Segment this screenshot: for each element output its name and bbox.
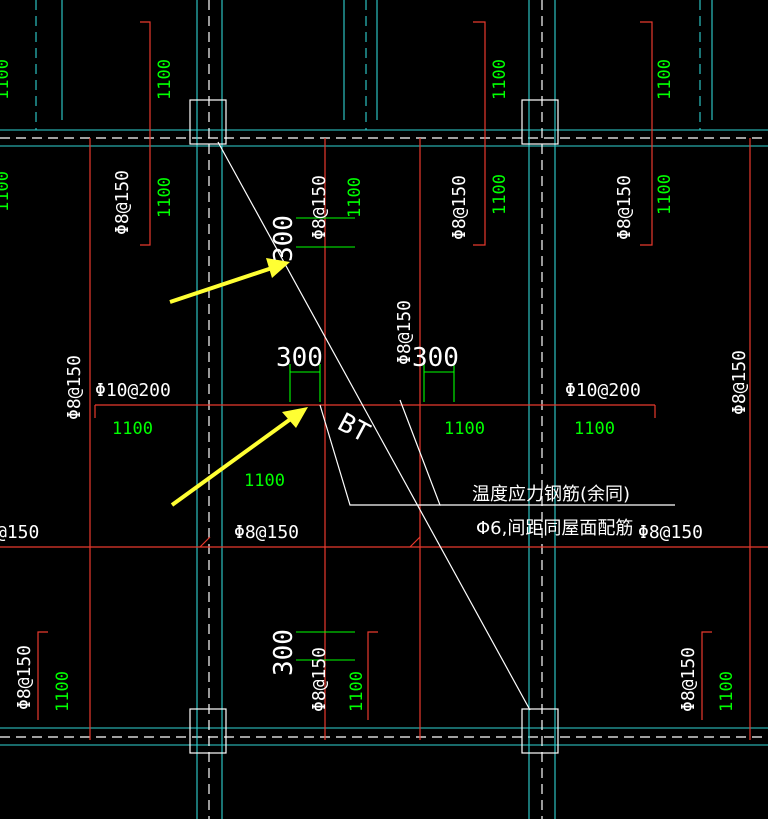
arrow-lower <box>170 416 294 507</box>
length-label: 1100 <box>0 171 13 212</box>
arrow-upper <box>169 266 273 304</box>
rebar-label: Φ8@150 <box>729 350 750 415</box>
length-label: 1100 <box>53 671 73 712</box>
length-label: 1100 <box>574 419 615 439</box>
dimension-marks <box>289 217 455 661</box>
length-label: 1100 <box>244 471 285 491</box>
rebar-label: Φ8@150 <box>309 647 330 712</box>
rebar-label-cut: @150 <box>0 522 39 543</box>
rebar-label: Φ10@200 <box>565 380 641 401</box>
rebar-label: Φ8@150 <box>309 175 330 240</box>
length-label: 1100 <box>444 419 485 439</box>
rebar-labels-200: Φ10@200 Φ10@200 <box>95 380 641 401</box>
length-label: 1100 <box>490 174 510 215</box>
length-label: 1100 <box>0 59 13 100</box>
length-labels: 1100 1100 1100 1100 1100 1100 1100 1100 … <box>0 59 737 712</box>
stair-lines <box>217 141 675 711</box>
column-boxes <box>189 99 559 754</box>
length-label: 1100 <box>655 174 675 215</box>
dim-label-300: 300 <box>276 343 323 373</box>
arrow-upper-head <box>266 258 290 278</box>
stair-label-bt: BT <box>333 408 375 449</box>
dim-label-300: 300 <box>269 215 299 262</box>
rebar-label: Φ8@150 <box>394 300 415 365</box>
rebar-label: Φ8@150 <box>234 522 299 543</box>
rebar-label: Φ8@150 <box>449 175 470 240</box>
rebar-label: Φ8@150 <box>678 647 699 712</box>
arrow-lower-head <box>282 407 308 428</box>
rebar-label: Φ8@150 <box>112 170 133 235</box>
length-label: 1100 <box>347 671 367 712</box>
length-label: 1100 <box>112 419 153 439</box>
length-label: 1100 <box>655 59 675 100</box>
rebar-label: Φ10@200 <box>95 380 171 401</box>
rebar-labels-150: Φ8@150 Φ8@150 Φ8@150 Φ8@150 Φ8@150 Φ8@15… <box>0 170 750 712</box>
rebar-label: Φ8@150 <box>64 355 85 420</box>
note-line-1: 温度应力钢筋(余同) <box>472 484 630 505</box>
note-line-2: Φ6,间距同屋面配筋 <box>476 518 633 539</box>
length-label: 1100 <box>717 671 737 712</box>
dimension-labels: 300 300 300 300 <box>269 215 459 676</box>
rebar-label: Φ8@150 <box>614 175 635 240</box>
dim-label-300: 300 <box>269 629 299 676</box>
length-label: 1100 <box>155 59 175 100</box>
rebar-label: Φ8@150 <box>14 645 35 710</box>
length-label: 1100 <box>490 59 510 100</box>
rebar-label: Φ8@150 <box>638 522 703 543</box>
rebar-lines <box>0 21 768 740</box>
annotation-arrows <box>169 258 308 507</box>
dim-label-300: 300 <box>412 343 459 373</box>
length-label: 1100 <box>345 177 365 218</box>
length-label: 1100 <box>155 177 175 218</box>
